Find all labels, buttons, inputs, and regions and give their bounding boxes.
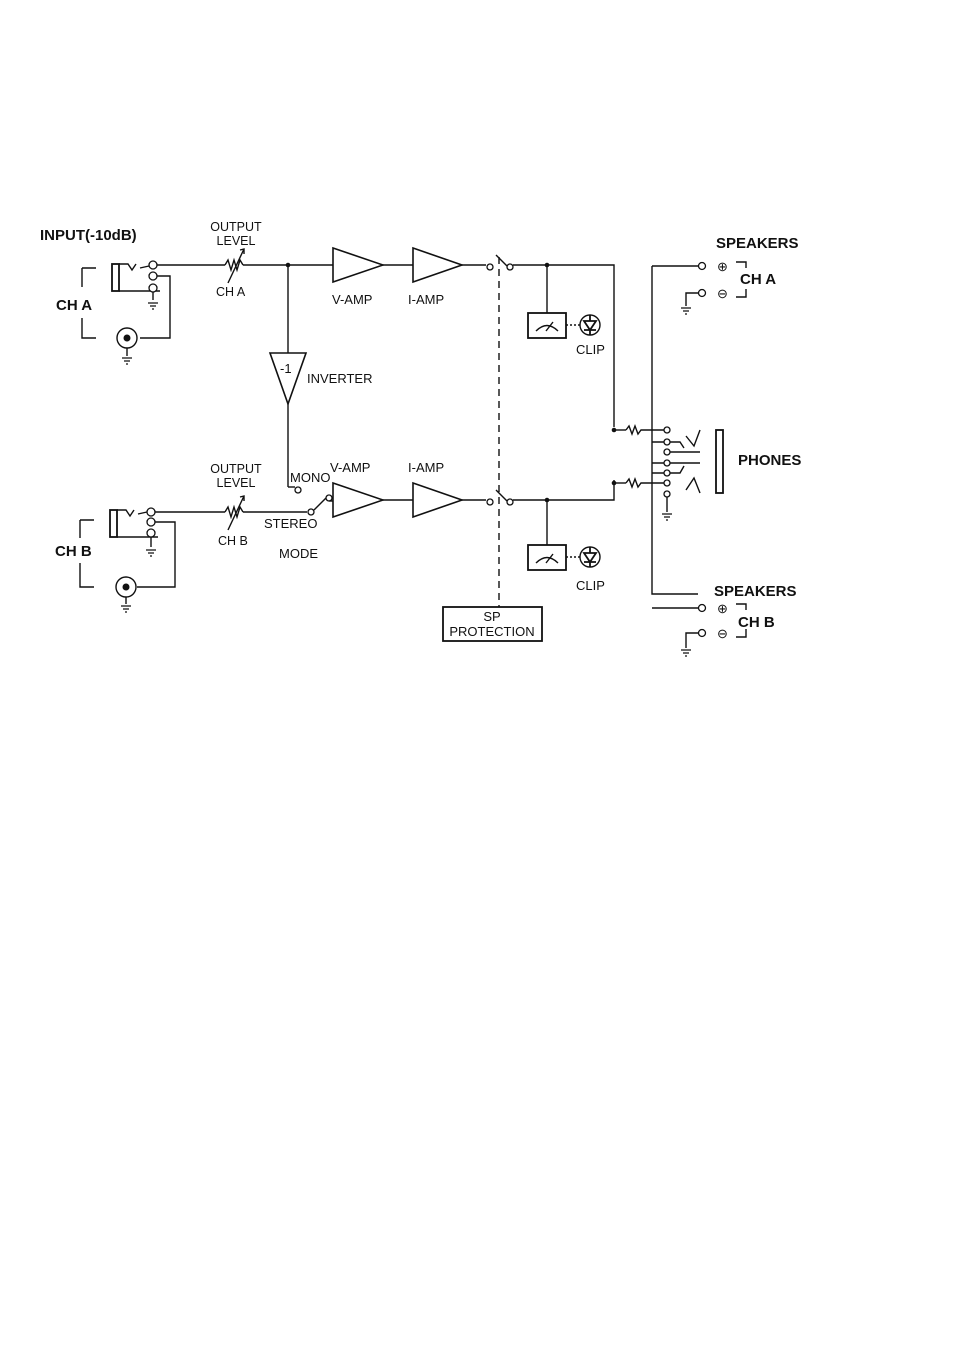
ground-icon — [146, 550, 156, 556]
i-amp-b-label: I-AMP — [408, 460, 444, 475]
minus-icon: ⊖ — [717, 286, 728, 301]
speakers-b-label: SPEAKERS — [714, 583, 797, 600]
mode-label: MODE — [279, 546, 318, 561]
ch-b-phone-jack — [110, 510, 117, 537]
output-level-b-line2: LEVEL — [217, 476, 256, 490]
stereo-label: STEREO — [264, 516, 317, 531]
speakers-ch-a-label: CH A — [740, 271, 776, 288]
inverter-label: INVERTER — [307, 371, 373, 386]
v-amp-b-label: V-AMP — [330, 460, 370, 475]
sp-protection-line2: PROTECTION — [449, 624, 534, 639]
output-level-a-line2: LEVEL — [217, 234, 256, 248]
plus-icon: ⊕ — [717, 601, 728, 616]
plus-icon: ⊕ — [717, 259, 728, 274]
output-level-b-line1: OUTPUT — [210, 462, 262, 476]
output-level-a-pot: OUTPUT LEVEL CH A — [210, 220, 262, 299]
ch-a-phone-jack — [112, 264, 119, 291]
inverter-symbol: -1 — [280, 361, 292, 376]
phones-label: PHONES — [738, 452, 801, 469]
output-level-a-line1: OUTPUT — [210, 220, 262, 234]
v-amp-b — [333, 483, 383, 517]
output-level-a-ch: CH A — [216, 285, 246, 299]
ground-icon — [681, 308, 691, 314]
ground-icon — [662, 514, 672, 520]
v-amp-a-label: V-AMP — [332, 292, 372, 307]
relay-contact-a — [487, 264, 493, 270]
mono-contact — [295, 487, 301, 493]
sp-protection-line1: SP — [483, 609, 500, 624]
ground-icon — [681, 650, 691, 656]
relay-contact-b — [487, 499, 493, 505]
speakers-ch-a: SPEAKERS ⊕ ⊖ CH A — [681, 235, 799, 314]
v-amp-a — [333, 248, 383, 282]
i-amp-a — [413, 248, 462, 282]
i-amp-a-label: I-AMP — [408, 292, 444, 307]
mode-switch-contact — [308, 509, 314, 515]
speakers-ch-b-label: CH B — [738, 614, 775, 631]
minus-icon: ⊖ — [717, 626, 728, 641]
ch-b-input-jacks: CH B — [55, 508, 175, 612]
speakers-a-label: SPEAKERS — [716, 235, 799, 252]
input-label: INPUT(-10dB) — [40, 227, 137, 244]
ch-b-label: CH B — [55, 543, 92, 560]
clip-b-label: CLIP — [576, 578, 605, 593]
ch-a-input-jacks: CH A — [56, 261, 170, 364]
ch-a-label: CH A — [56, 297, 92, 314]
i-amp-b — [413, 483, 462, 517]
ground-icon — [121, 606, 131, 612]
ground-icon — [148, 303, 158, 309]
clip-a-label: CLIP — [576, 342, 605, 357]
output-level-b-ch: CH B — [218, 534, 248, 548]
phones-jack: PHONES — [612, 426, 802, 520]
ground-icon — [122, 358, 132, 364]
mono-label: MONO — [290, 470, 330, 485]
output-level-b-pot: OUTPUT LEVEL CH B — [210, 462, 262, 548]
